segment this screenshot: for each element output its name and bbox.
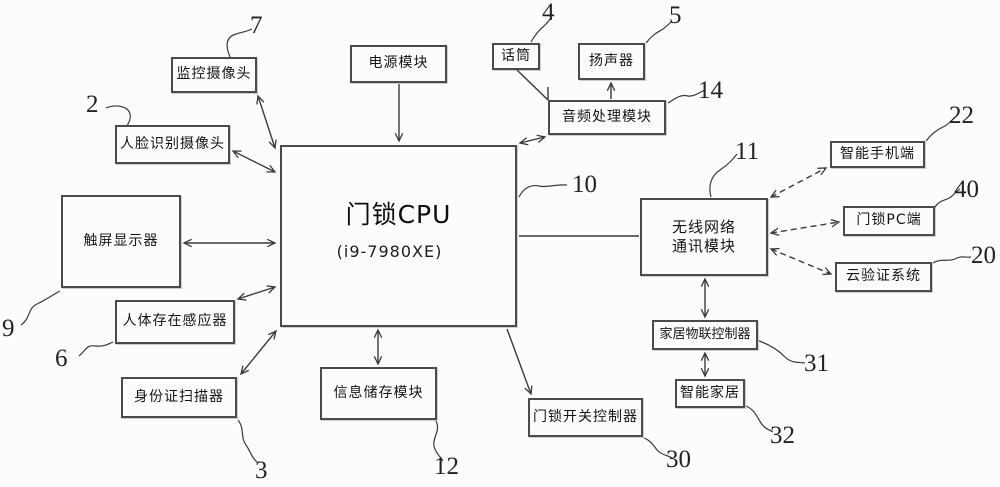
dashed-arrow-wireless-smartphone xyxy=(769,167,828,198)
box-smartphone-client: 智能手机端 xyxy=(830,141,925,168)
ref-label-4: 4 xyxy=(542,0,555,26)
arrow-presence-sensor-cpu xyxy=(236,285,277,301)
ref-label-32: 32 xyxy=(770,422,795,449)
leader-ref-14 xyxy=(667,89,706,104)
arrow-face-camera-cpu xyxy=(231,150,277,173)
leader-ref-12 xyxy=(433,420,444,462)
arrow-id-scanner-cpu xyxy=(240,329,277,376)
box-microphone: 话筒 xyxy=(492,43,540,70)
leader-ref-40 xyxy=(934,188,961,208)
cpu-subtitle: (i9-7980XE) xyxy=(336,242,443,262)
cpu-title: 门锁CPU xyxy=(345,200,452,229)
leader-ref-9 xyxy=(20,290,61,326)
wireless-module-label-line2: 通讯模块 xyxy=(671,237,736,255)
leader-ref-3 xyxy=(237,419,258,463)
leader-ref-22 xyxy=(925,116,956,142)
dashed-arrow-wireless-lock-pc xyxy=(769,218,841,237)
leader-ref-5 xyxy=(645,20,673,44)
line-microphone-audio xyxy=(516,69,549,101)
box-lock-pc-client: 门锁PC端 xyxy=(843,206,935,236)
wireless-module-label-line1: 无线网络 xyxy=(671,218,736,237)
box-face-recognition-camera: 人脸识别摄像头 xyxy=(115,125,230,164)
ref-label-5: 5 xyxy=(669,2,682,29)
ref-label-30: 30 xyxy=(666,446,691,473)
box-lock-switch-controller: 门锁开关控制器 xyxy=(528,398,643,437)
box-smart-home: 智能家居 xyxy=(675,379,745,408)
ref-label-7: 7 xyxy=(250,12,263,39)
leader-ref-6 xyxy=(78,341,114,357)
ref-label-14: 14 xyxy=(698,77,723,104)
leader-ref-30 xyxy=(643,437,673,459)
leader-ref-4 xyxy=(530,17,552,43)
arrow-cpu-audio-module xyxy=(518,134,547,146)
leader-ref-32 xyxy=(745,405,774,433)
box-power-module: 电源模块 xyxy=(350,45,447,83)
box-presence-sensor: 人体存在感应器 xyxy=(115,300,235,344)
box-info-storage-module: 信息储存模块 xyxy=(320,367,437,420)
dashed-arrow-wireless-cloud xyxy=(769,247,833,276)
leader-ref-10 xyxy=(518,184,568,198)
ref-label-40: 40 xyxy=(954,176,979,203)
ref-label-9: 9 xyxy=(2,315,15,342)
box-id-card-scanner: 身份证扫描器 xyxy=(121,377,237,418)
ref-label-6: 6 xyxy=(55,345,68,372)
box-door-lock-cpu: 门锁CPU (i9-7980XE) xyxy=(280,145,517,327)
ref-label-10: 10 xyxy=(572,171,597,198)
box-audio-processing-module: 音频处理模块 xyxy=(548,100,666,135)
ref-label-20: 20 xyxy=(971,242,996,269)
ref-label-3: 3 xyxy=(255,457,268,484)
leader-ref-2 xyxy=(105,105,131,127)
box-speaker: 扬声器 xyxy=(578,43,645,80)
box-touch-display: 触屏显示器 xyxy=(61,195,181,288)
arrow-monitor-camera-cpu xyxy=(256,94,277,150)
ref-label-11: 11 xyxy=(735,138,760,165)
box-home-iot-controller: 家居物联控制器 xyxy=(652,320,758,350)
box-monitor-camera: 监控摄像头 xyxy=(171,57,257,93)
box-wireless-network-module: 无线网络 通讯模块 xyxy=(640,198,768,276)
leader-ref-11 xyxy=(709,153,738,198)
leader-ref-7 xyxy=(226,28,253,58)
leader-ref-31 xyxy=(758,340,806,364)
ref-label-12: 12 xyxy=(434,453,459,480)
ref-label-22: 22 xyxy=(949,102,974,129)
ref-label-2: 2 xyxy=(86,91,99,118)
leader-ref-20 xyxy=(932,256,972,264)
box-cloud-verification-system: 云验证系统 xyxy=(835,262,932,292)
arrow-cpu-lock-switch xyxy=(506,328,533,396)
ref-label-31: 31 xyxy=(804,350,829,377)
